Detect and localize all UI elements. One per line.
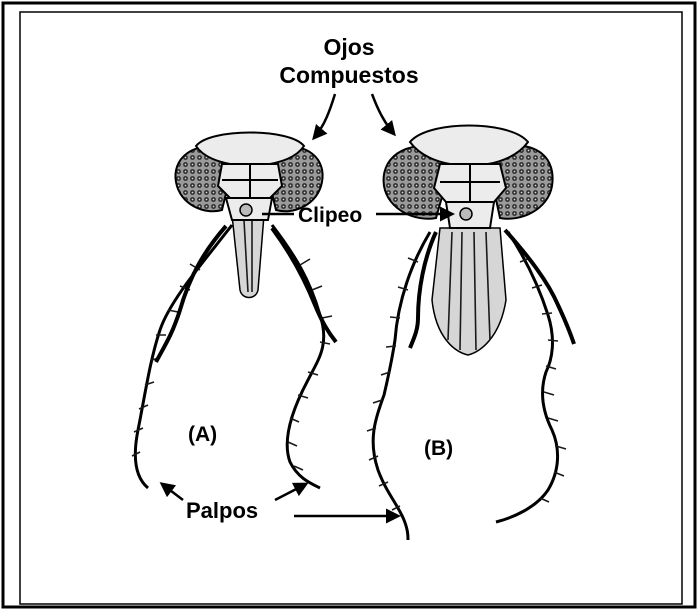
label-clypeus: Clipeo — [298, 204, 362, 227]
label-compound-eyes-line2: Compuestos — [279, 62, 418, 88]
label-palps: Palpos — [186, 498, 258, 523]
label-panel-a: (A) — [188, 423, 217, 446]
label-compound-eyes-line1: Ojos — [323, 34, 374, 60]
label-panel-b: (B) — [424, 437, 453, 460]
head-capsule-a — [196, 133, 304, 165]
